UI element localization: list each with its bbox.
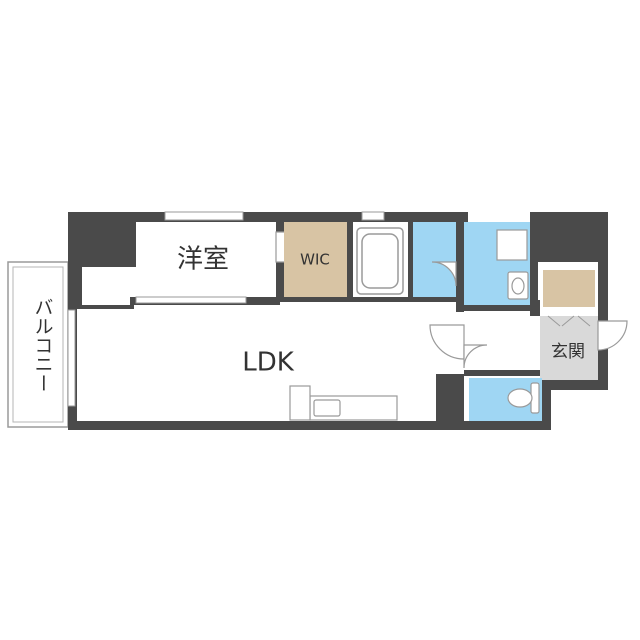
door-ldk — [429, 324, 465, 360]
kitchen-counter — [289, 385, 398, 421]
ldk-label: LDK — [242, 348, 295, 378]
wic-label: WIC — [300, 251, 330, 269]
door-toilet — [463, 344, 488, 369]
storage-floor — [543, 270, 595, 307]
washbasin-icon — [507, 271, 529, 300]
kitchen-sink-icon — [313, 399, 341, 417]
door-wic — [275, 231, 284, 263]
door-entrance — [597, 320, 628, 351]
entrance-floor — [540, 316, 598, 380]
doors — [275, 231, 628, 369]
floor-areas — [77, 222, 598, 421]
toilet-icon — [507, 382, 540, 414]
balcony-label: バルコニー — [32, 298, 54, 393]
windows — [67, 211, 385, 407]
entrance-label: 玄関 — [551, 342, 585, 362]
western-room-label: 洋室 — [177, 245, 229, 275]
balcony: バルコニー — [7, 261, 69, 428]
wash-room-floor — [413, 222, 456, 297]
washing-machine-pan-icon — [496, 229, 528, 261]
wic-floor — [284, 222, 347, 297]
bathtub-icon — [356, 227, 404, 295]
shoe-cabinet-icon — [547, 315, 591, 327]
hall-floor — [464, 311, 530, 370]
door-washroom — [431, 261, 457, 287]
western-room-floor — [136, 222, 276, 297]
